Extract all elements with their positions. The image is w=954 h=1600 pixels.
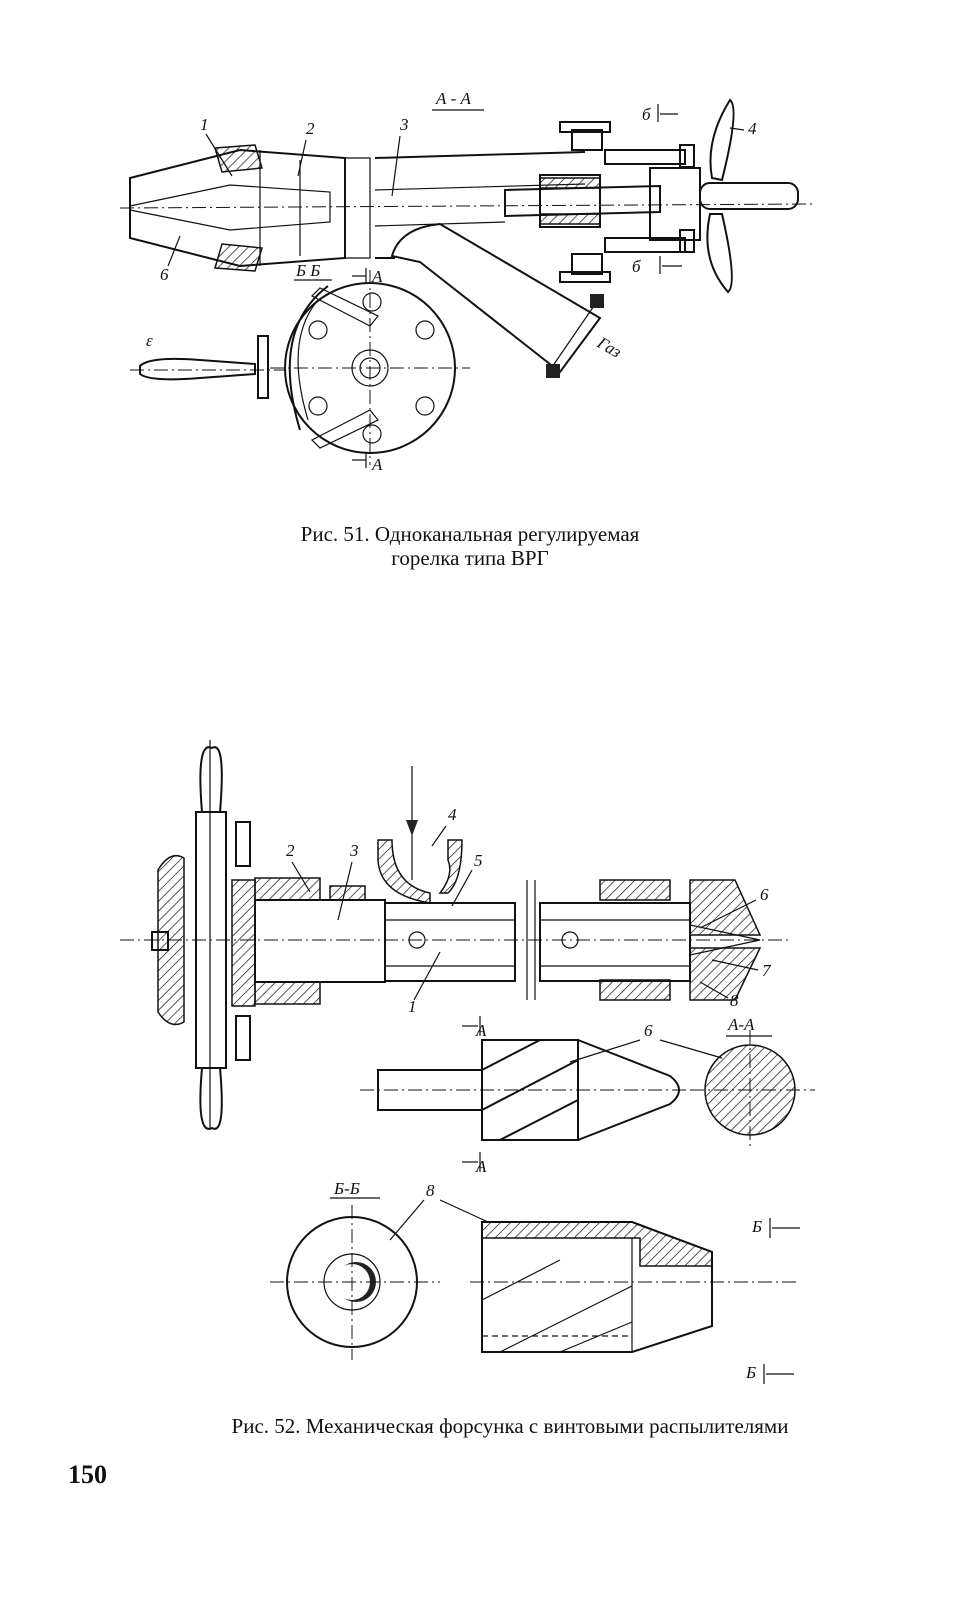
spindle-handle [504, 98, 799, 294]
gas-label: Газ [593, 333, 625, 362]
figure-52-caption: Рис. 52. Механическая форсунка с винтовы… [231, 1414, 789, 1438]
detail-6-label: 6 [644, 1021, 653, 1040]
callout-8: 8 [730, 991, 739, 1010]
callout-1: 1 [408, 997, 417, 1016]
section-aa-label: А - А [435, 89, 472, 108]
callout-5: 5 [474, 851, 483, 870]
flange-assembly [539, 121, 701, 283]
cut-b-bottom-label: б [632, 257, 641, 276]
cut-b-top-label: Б [751, 1217, 762, 1236]
callout-7: 7 [762, 961, 772, 980]
cut-a-top-label: А [475, 1021, 487, 1040]
callout-6: 6 [160, 265, 169, 284]
cut-a-bottom-label: А [371, 455, 383, 474]
section-aa-label: А-А [727, 1015, 755, 1034]
handle-label: ɛ [146, 331, 153, 350]
figure-52-nozzle-drawing: 2 3 4 5 1 6 7 8 6 А-А А А Б-Б 8 Б Б [120, 740, 815, 1384]
figure-51-caption: Рис. 51. Одноканальная регулируемая горе… [220, 522, 720, 570]
section-bb-label: Б-Б [333, 1179, 360, 1198]
section-bb-label: Б Б [295, 261, 320, 280]
handwheel [151, 740, 251, 1130]
detail-6-atomizer [360, 1030, 815, 1150]
callout-2: 2 [286, 841, 295, 860]
cut-a-top-label: А [371, 267, 383, 286]
callout-1: 1 [200, 115, 209, 134]
figure-51-caption-line1: Рис. 51. Одноканальная регулируемая [300, 522, 640, 546]
callout-4: 4 [448, 805, 457, 824]
cut-b-top-label: б [642, 105, 651, 124]
figure-51-burner-drawing: А - А Б Б б б А А 1 2 3 4 6 Газ ɛ [119, 89, 813, 474]
gas-pipe [374, 151, 604, 378]
callout-2: 2 [306, 119, 315, 138]
callout-3: 3 [399, 115, 409, 134]
cut-a-bottom-label: А [475, 1157, 487, 1176]
figure-51-caption-line2: горелка типа ВРГ [391, 546, 549, 570]
detail-8-sleeve [270, 1205, 800, 1360]
nozzle-body [231, 839, 516, 1007]
cut-b-bottom-label: Б [745, 1363, 756, 1382]
callout-4: 4 [748, 119, 757, 138]
nozzle-tip [526, 879, 762, 1001]
detail-8-label: 8 [426, 1181, 435, 1200]
burner-nozzle [129, 144, 371, 272]
section-bb-view [130, 268, 470, 468]
callout-6: 6 [760, 885, 769, 904]
callout-3: 3 [349, 841, 359, 860]
page-number: 150 [68, 1460, 107, 1489]
